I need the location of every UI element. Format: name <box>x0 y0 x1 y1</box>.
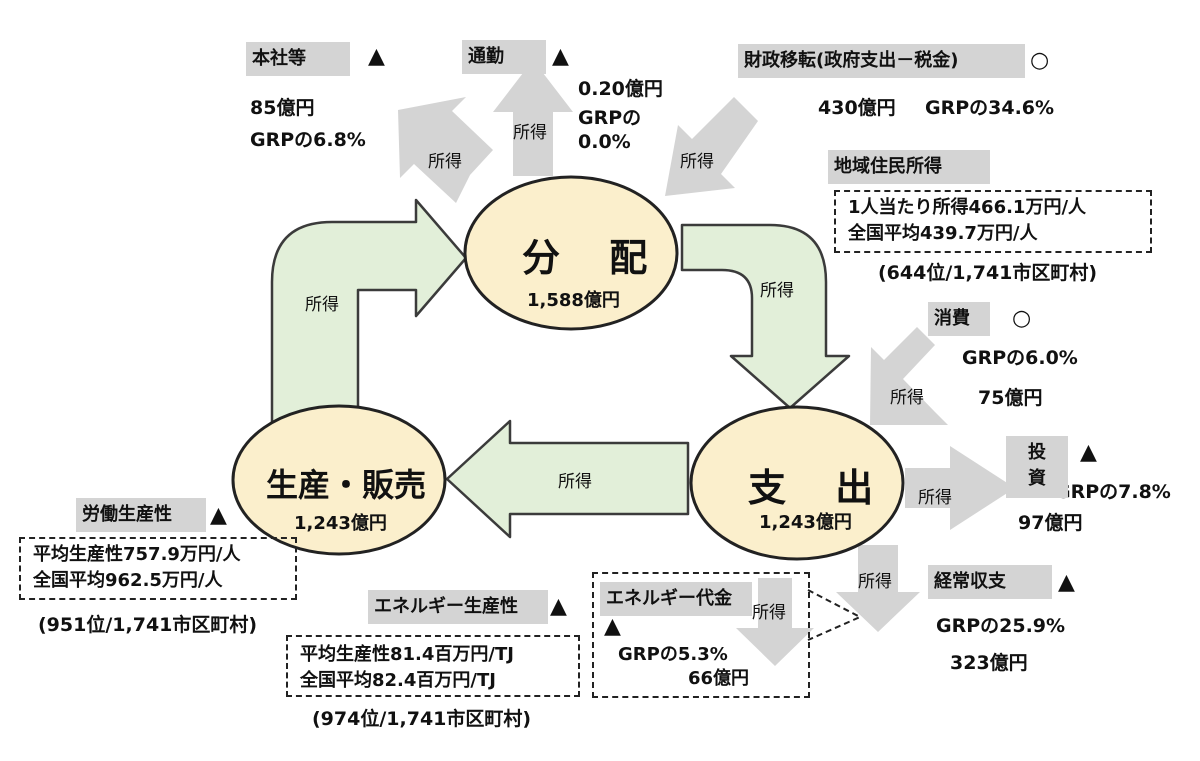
node-expenditure-value: 1,243億円 <box>759 512 852 533</box>
node-production-value: 1,243億円 <box>294 513 387 534</box>
flow-label-energy-cost: 所得 <box>752 603 786 623</box>
flow-label-expenditure-production: 所得 <box>558 472 592 492</box>
arrow-tsukin <box>493 60 573 176</box>
flow-label-distribution-expenditure: 所得 <box>760 281 794 301</box>
energy-cost-box <box>592 572 810 698</box>
labor-rank: (951位/1,741市区町村) <box>38 614 258 636</box>
toshi-mark: ▲ <box>1080 440 1097 465</box>
labor-line2: 全国平均962.5万円/人 <box>33 570 223 591</box>
tsukin-share-line2: 0.0% <box>578 131 631 153</box>
node-distribution-title: 分 配 <box>522 236 666 280</box>
labor-box: 平均生産性757.9万円/人 全国平均962.5万円/人 <box>19 537 297 600</box>
arrow-toshi <box>905 446 1015 530</box>
honsha-label: 本社等 <box>246 42 350 76</box>
labor-mark: ▲ <box>210 503 227 528</box>
energy-cost-share: GRPの5.3% <box>618 644 728 665</box>
toshi-share: GRPの7.8% <box>1055 481 1171 503</box>
node-distribution-value: 1,588億円 <box>527 290 620 311</box>
energy-prod-box: 平均生産性81.4百万円/TJ 全国平均82.4百万円/TJ <box>286 635 580 697</box>
flow-label-tsukin: 所得 <box>513 123 547 143</box>
shohi-mark: ○ <box>1012 306 1032 331</box>
node-expenditure <box>689 405 905 561</box>
arrow-keijo <box>836 545 920 632</box>
node-production-title: 生産・販売 <box>266 466 427 504</box>
shohi-share: GRPの6.0% <box>962 347 1078 369</box>
flow-label-keijo: 所得 <box>858 572 892 592</box>
chiiki-line2: 全国平均439.7万円/人 <box>848 223 1038 244</box>
labor-line1: 平均生産性757.9万円/人 <box>33 544 241 565</box>
honsha-share: GRPの6.8% <box>250 129 366 151</box>
energy-cost-value: 66億円 <box>688 668 750 689</box>
arrow-shohi <box>870 327 948 425</box>
flow-label-zaisei: 所得 <box>680 152 714 172</box>
energy-cost-label: エネルギー代金 <box>600 582 752 616</box>
toshi-value: 97億円 <box>1018 512 1083 534</box>
flow-label-honsha: 所得 <box>428 152 462 172</box>
chiiki-line1: 1人当たり所得466.1万円/人 <box>848 197 1087 218</box>
arrow-expenditure-to-production <box>445 419 690 539</box>
node-production <box>231 404 447 556</box>
zaisei-value: 430億円 <box>818 97 896 119</box>
shohi-label: 消費 <box>928 302 990 336</box>
toshi-label-line1: 投 <box>1028 442 1046 463</box>
chiiki-label: 地域住民所得 <box>828 150 990 184</box>
honsha-value: 85億円 <box>250 97 315 119</box>
energy-prod-line2: 全国平均82.4百万円/TJ <box>300 670 496 691</box>
node-distribution <box>463 175 679 331</box>
arrow-honsha <box>398 97 493 203</box>
arrow-production-to-distribution <box>270 198 468 434</box>
shohi-value: 75億円 <box>978 387 1043 409</box>
arrow-energy-cost <box>736 578 814 666</box>
keijo-mark: ▲ <box>1058 570 1075 595</box>
energy-prod-rank: (974位/1,741市区町村) <box>312 708 532 730</box>
tsukin-value: 0.20億円 <box>578 78 663 100</box>
chiiki-rank: (644位/1,741市区町村) <box>878 262 1098 284</box>
arrow-zaisei <box>665 97 758 196</box>
tsukin-mark: ▲ <box>552 44 569 69</box>
flow-label-production-distribution: 所得 <box>305 295 339 315</box>
flow-label-shohi: 所得 <box>890 388 924 408</box>
toshi-label-line2: 資 <box>1028 468 1046 489</box>
energy-prod-label: エネルギー生産性 <box>368 590 548 624</box>
keijo-label: 経常収支 <box>928 565 1052 599</box>
zaisei-share: GRPの34.6% <box>925 97 1055 119</box>
flow-label-toshi: 所得 <box>918 488 952 508</box>
energy-prod-line1: 平均生産性81.4百万円/TJ <box>300 644 514 665</box>
zaisei-mark: ○ <box>1030 48 1050 73</box>
chiiki-box: 1人当たり所得466.1万円/人 全国平均439.7万円/人 <box>834 190 1152 253</box>
zaisei-label: 財政移転(政府支出－税金) <box>738 44 1025 78</box>
energy-prod-mark: ▲ <box>550 594 567 619</box>
arrow-distribution-to-expenditure <box>680 223 851 410</box>
tsukin-share-line1: GRPの <box>578 107 642 129</box>
toshi-label-box: 投 資 <box>1006 436 1068 498</box>
labor-label: 労働生産性 <box>76 498 206 532</box>
keijo-share: GRPの25.9% <box>936 615 1066 637</box>
node-expenditure-title: 支 出 <box>748 466 892 510</box>
keijo-value: 323億円 <box>950 652 1028 674</box>
energy-cost-mark: ▲ <box>604 614 621 639</box>
honsha-mark: ▲ <box>368 44 385 69</box>
tsukin-label: 通勤 <box>462 40 546 74</box>
